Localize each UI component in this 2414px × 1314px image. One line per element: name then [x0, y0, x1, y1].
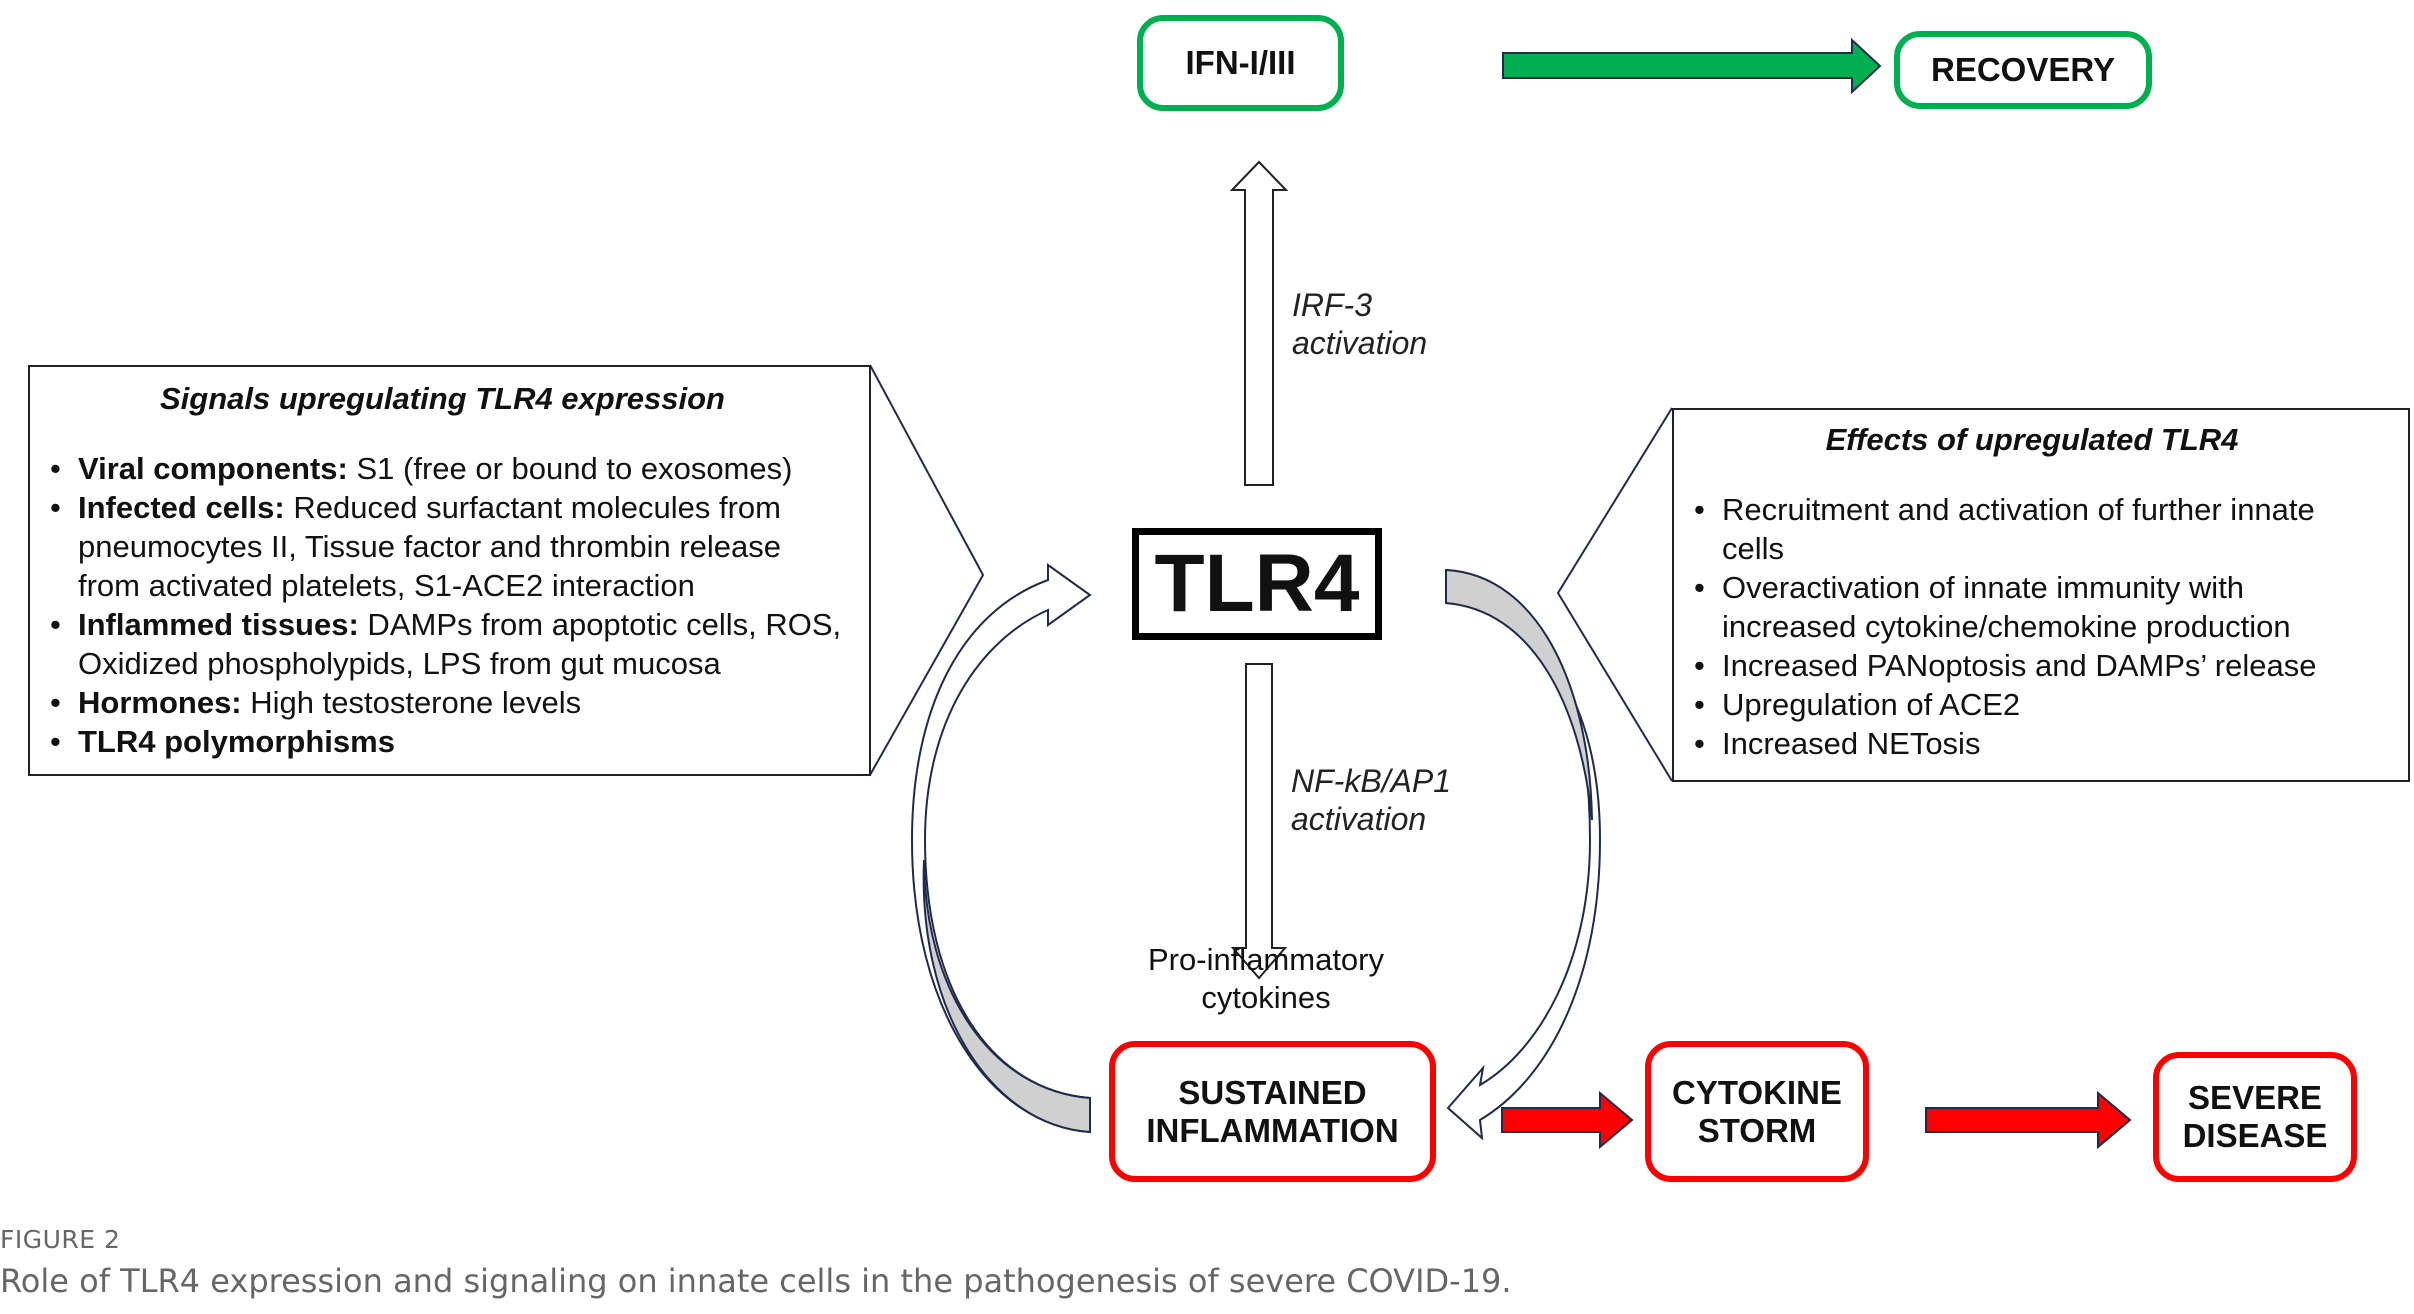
nfkb-line-2: activation [1291, 801, 1427, 837]
signals-item-heading: TLR4 polymorphisms [78, 724, 395, 759]
right-callout-pointer [1556, 407, 1673, 782]
ifn-node: IFN-I/III [1137, 15, 1344, 111]
nfkb-line-1: NF-kB/AP1 [1291, 763, 1452, 799]
effects-item: Increased PANoptosis and DAMPs’ release [1680, 646, 2384, 685]
sustained-inflammation-node: SUSTAINED INFLAMMATION [1109, 1041, 1436, 1182]
curved-arrow-tlr4-to-inflammation [1445, 568, 1602, 1141]
sustained-line-2: INFLAMMATION [1146, 1111, 1399, 1149]
left-callout-pointer [869, 364, 985, 776]
curved-arrow-inflammation-to-tlr4 [910, 563, 1092, 1134]
recovery-label: RECOVERY [1931, 51, 2115, 88]
effects-item: Increased NETosis [1680, 724, 2384, 763]
signals-panel-title: Signals upregulating TLR4 expression [160, 381, 725, 416]
irf3-line-1: IRF-3 [1292, 287, 1372, 323]
signals-item-heading: Infected cells: [78, 490, 285, 525]
irf3-line-2: activation [1292, 325, 1428, 361]
tlr4-node: TLR4 [1132, 528, 1382, 640]
signals-item-heading: Viral components: [78, 451, 348, 486]
signals-item-text: Reduced surfactant molecules from pneumo… [78, 490, 782, 603]
signals-item: Viral components: S1 (free or bound to e… [36, 449, 849, 488]
cytokine-storm-line-1: CYTOKINE [1672, 1073, 1842, 1111]
red-arrow-to-cytokine-storm [1501, 1090, 1634, 1150]
effects-panel-title: Effects of upregulated TLR4 [1825, 422, 2239, 457]
down-arrow-nfkb [1230, 663, 1288, 980]
signals-list: Viral components: S1 (free or bound to e… [36, 449, 849, 761]
figure-label: FIGURE 2 [0, 1225, 121, 1254]
red-arrow-to-severe-disease [1925, 1090, 2132, 1150]
ifn-label: IFN-I/III [1185, 44, 1296, 81]
signals-item: TLR4 polymorphisms [36, 722, 849, 761]
figure-caption: Role of TLR4 expression and signaling on… [0, 1262, 1512, 1300]
pro-inflammatory-line-2: cytokines [1201, 980, 1331, 1015]
green-arrow-to-recovery [1502, 37, 1882, 95]
cytokine-storm-node: CYTOKINE STORM [1645, 1041, 1869, 1182]
pro-inflammatory-label: Pro-inflammatory cytokines [1130, 941, 1402, 1017]
nfkb-label: NF-kB/AP1 activation [1291, 762, 1451, 838]
cytokine-storm-line-2: STORM [1697, 1111, 1817, 1149]
signals-item-text: DAMPs from apoptotic cells, ROS, Oxidize… [78, 607, 842, 681]
severe-disease-line-1: SEVERE [2188, 1079, 2322, 1116]
irf3-label: IRF-3 activation [1292, 286, 1427, 362]
curved-arrow-tlr4-to-inflammation-gray [1445, 568, 1593, 821]
curved-arrow-inflammation-to-tlr4-gray [922, 859, 1091, 1134]
signals-item-text: High testosterone levels [241, 685, 582, 720]
tlr4-label: TLR4 [1154, 538, 1360, 629]
up-arrow-irf3 [1229, 160, 1289, 486]
effects-item: Upregulation of ACE2 [1680, 685, 2384, 724]
pro-inflammatory-line-1: Pro-inflammatory [1148, 942, 1384, 977]
severe-disease-line-2: DISEASE [2182, 1117, 2328, 1154]
recovery-node: RECOVERY [1894, 31, 2152, 109]
sustained-line-1: SUSTAINED [1178, 1073, 1367, 1111]
effects-list: Recruitment and activation of further in… [1680, 490, 2384, 763]
signals-item-heading: Inflammed tissues: [78, 607, 359, 642]
effects-panel: Effects of upregulated TLR4 Recruitment … [1672, 408, 2410, 782]
signals-item: Inflammed tissues: DAMPs from apoptotic … [36, 605, 849, 683]
severe-disease-node: SEVERE DISEASE [2153, 1052, 2357, 1182]
signals-item: Hormones: High testosterone levels [36, 683, 849, 722]
effects-item: Overactivation of innate immunity with i… [1680, 568, 2384, 646]
signals-item: Infected cells: Reduced surfactant molec… [36, 488, 849, 605]
signals-item-text: S1 (free or bound to exosomes) [347, 451, 793, 486]
signals-item-heading: Hormones: [78, 685, 242, 720]
effects-item: Recruitment and activation of further in… [1680, 490, 2384, 568]
signals-panel: Signals upregulating TLR4 expression Vir… [28, 365, 871, 776]
